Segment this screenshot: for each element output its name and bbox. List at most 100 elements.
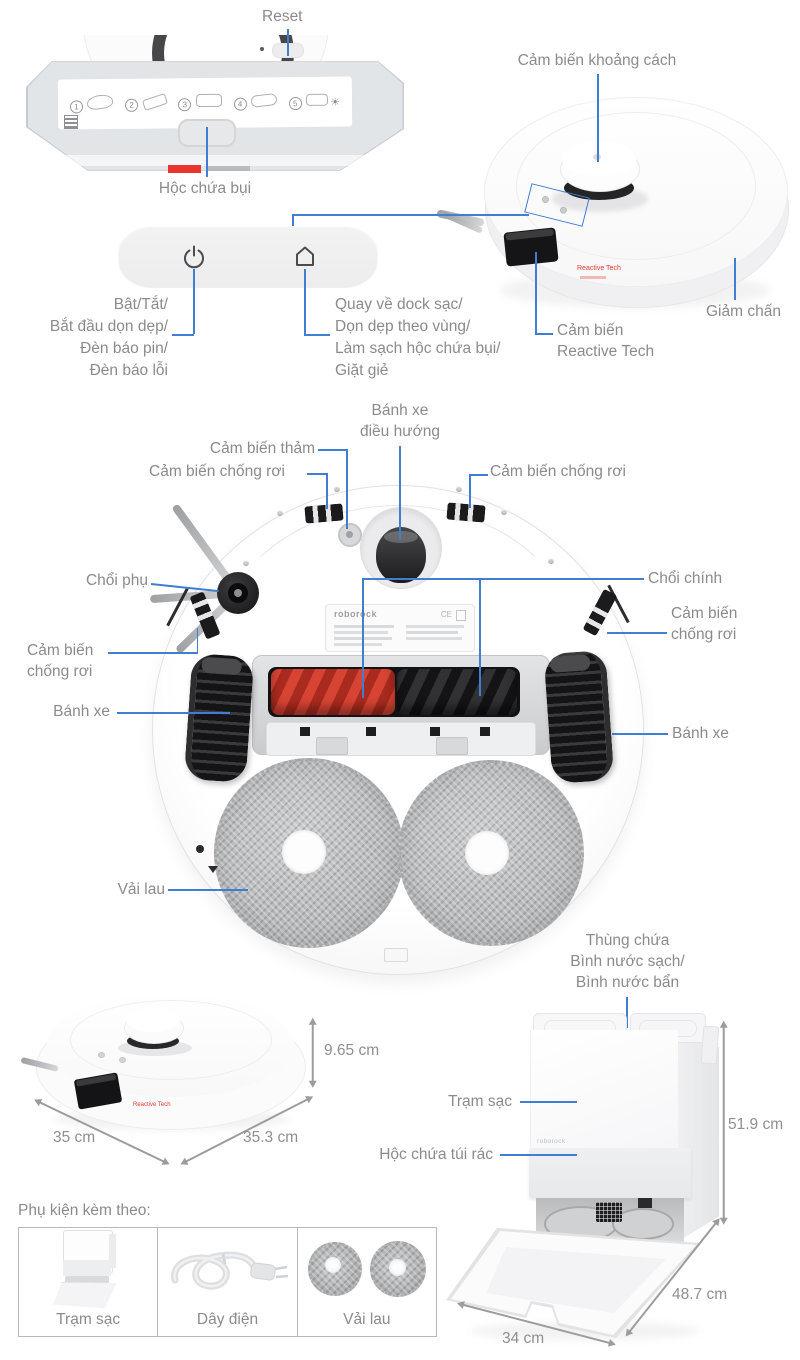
- leader-cliff-left-h: [108, 652, 198, 654]
- dock-dim-height: 51.9 cm: [728, 1116, 784, 1133]
- leader-main-brush-v1: [362, 578, 364, 698]
- leader-mop: [168, 889, 248, 891]
- leader-caster: [399, 446, 401, 540]
- tank-label: Thùng chứa Bình nước sạch/ Bình nước bẩn: [570, 932, 685, 991]
- drive-wheel-right: [543, 649, 615, 785]
- sticker-step: 1: [69, 99, 83, 113]
- sticker-step: 5: [288, 96, 302, 111]
- leader-button-zone-v: [292, 214, 294, 227]
- side-lds-cap: [126, 1008, 180, 1032]
- red-chip: [168, 165, 201, 173]
- cliff-top-right-label: Cảm biến chống rơi: [490, 463, 626, 480]
- leader-cliff-tr-h: [470, 474, 488, 476]
- accessory-label-dock: Trạm sạc: [56, 1311, 121, 1328]
- deck-seam: [516, 112, 756, 260]
- leader-bumper: [734, 258, 736, 300]
- caster-wheel: [376, 527, 426, 583]
- body-branding: Reactive Tech: [577, 265, 621, 272]
- dock-ramp: [440, 1225, 725, 1345]
- latch-dot: [366, 727, 376, 736]
- marker-triangle: [208, 866, 218, 878]
- dock-label: Trạm sạc: [447, 1093, 512, 1110]
- cliff-top-left-label: Cảm biến chống rơi: [149, 463, 285, 480]
- mini-dock-image: [53, 1229, 123, 1309]
- caster-label: Bánh xe điều hướng: [359, 402, 440, 440]
- mop-core-right: [465, 831, 509, 875]
- bottom-inner-arc: [210, 505, 586, 827]
- dock-front-face: [530, 1030, 678, 1148]
- mop-label: Vải lau: [117, 881, 165, 898]
- button-panel: [118, 226, 378, 288]
- reactive-tech-sensor-window: [503, 227, 559, 267]
- dust-bag-label: Hộc chứa túi rác: [379, 1146, 493, 1163]
- carpet-sensor: [338, 523, 362, 547]
- leader-reactive-h: [535, 333, 553, 335]
- dock-dim-depth: 48.7 cm: [672, 1286, 728, 1303]
- plate-ce-mark: CE: [440, 610, 452, 619]
- home-icon: [296, 246, 314, 266]
- leader-dustbin: [206, 127, 208, 177]
- main-brush-red: [271, 669, 395, 715]
- dock-button-label: Quay về dock sạc/ Dọn dẹp theo vùng/ Làm…: [335, 296, 501, 379]
- drive-wheel-left: [183, 652, 255, 784]
- power-button-label: Bật/Tắt/ Bắt đầu dọn dẹp/ Đèn báo pin/ Đ…: [49, 296, 168, 379]
- brush-cover-plate: [266, 722, 536, 756]
- mini-mop-image: [307, 1241, 362, 1296]
- side-brush-hub: [217, 572, 259, 614]
- cliff-sensor-front-left: [304, 503, 344, 524]
- dock-opening: [536, 1198, 684, 1244]
- leader-cliff-right: [607, 632, 667, 634]
- leader-dock: [520, 1101, 577, 1103]
- accessory-cell-dock: Trạm sạc: [19, 1228, 159, 1336]
- dim-width: 35 cm: [53, 1129, 96, 1146]
- accessory-label-cable: Dây điện: [196, 1311, 259, 1328]
- dim-depth: 35.3 cm: [243, 1129, 299, 1146]
- dim-arrow-dock-height: [723, 1023, 725, 1222]
- mop-pad-left: [214, 758, 404, 948]
- side-button-dot: [98, 1052, 105, 1058]
- reactive-sensor-label: Cảm biến Reactive Tech: [557, 322, 655, 360]
- bumper-label: Giảm chấn: [706, 303, 781, 320]
- accessory-cell-cable: Dây điện: [158, 1228, 298, 1336]
- leader-carpet-v: [346, 449, 348, 529]
- body-branding-subline: [580, 276, 606, 279]
- dustbin-label: Hộc chứa bụi: [158, 180, 252, 197]
- latch-slot: [436, 737, 468, 755]
- sticker-step: 3: [178, 98, 192, 112]
- leader-carpet-h: [318, 449, 347, 451]
- dust-bag-door: [529, 1148, 691, 1198]
- leader-wheel-left: [117, 712, 230, 714]
- leader-home-h: [304, 334, 330, 336]
- accessory-cell-mops: Vải lau: [298, 1228, 436, 1336]
- latch-slot: [316, 737, 348, 755]
- leader-cliff-tl-h: [307, 473, 327, 475]
- cliff-right-label: Cảm biến chống rơi: [671, 605, 738, 643]
- dock-dim-width: 34 cm: [502, 1330, 545, 1347]
- leader-power-h: [172, 334, 194, 336]
- wheel-right-label: Bánh xe: [672, 725, 729, 742]
- accessories-table: Trạm sạc Dây điện: [18, 1227, 437, 1337]
- side-body-branding: Reactive Tech: [133, 1102, 171, 1108]
- leader-reset: [287, 29, 289, 56]
- reset-label: Reset: [262, 8, 303, 25]
- side-deck-seam: [70, 1000, 272, 1080]
- main-brush-black: [397, 669, 517, 715]
- side-button-dot: [119, 1057, 126, 1063]
- latch-dot: [430, 727, 440, 736]
- wheel-left-label: Bánh xe: [53, 703, 110, 720]
- leader-home-v: [304, 269, 306, 334]
- dim-height: 9.65 cm: [324, 1042, 380, 1059]
- side-brush-label: Chổi phụ: [85, 572, 148, 589]
- power-icon: [184, 245, 204, 269]
- dock-brand: roborock: [537, 1138, 566, 1145]
- leader-dust-bag: [500, 1154, 577, 1156]
- sun-icon: ☀: [330, 96, 341, 109]
- sticker-step: 4: [233, 97, 247, 111]
- cliff-left-label: Cảm biến chống rơi: [27, 642, 94, 680]
- latch-dot: [300, 727, 310, 736]
- indicator-dot: [260, 47, 264, 51]
- leader-cliff-tr-v: [469, 474, 471, 508]
- leader-reactive-v: [535, 252, 537, 334]
- leader-main-brush-v2: [479, 578, 481, 696]
- carpet-sensor-label: Cảm biến thảm: [209, 440, 315, 457]
